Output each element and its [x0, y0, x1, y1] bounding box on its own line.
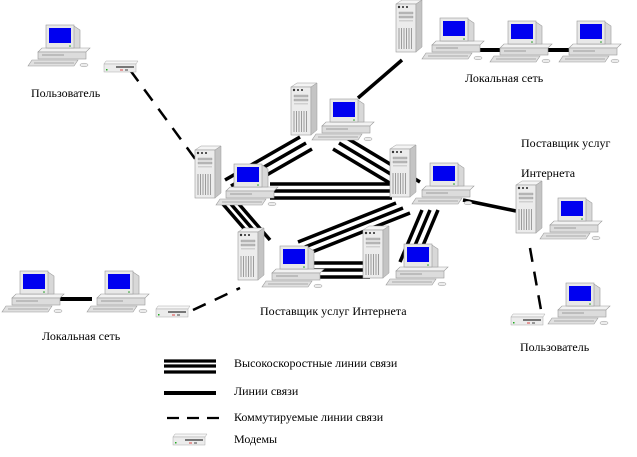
- link-core-right-isp-right: [462, 198, 517, 213]
- link-isp-right-modem-bottom-right: [528, 247, 543, 311]
- modem-icon: [510, 313, 546, 326]
- workstation-icon: [27, 24, 91, 68]
- link-core-right-core-bottom-left: [297, 201, 411, 254]
- workstation-icon: [539, 197, 603, 241]
- legend: [164, 359, 222, 446]
- workstation-icon: [547, 282, 611, 326]
- workstation-icon: [86, 270, 150, 314]
- link-modem-bottom-left-core-bottom-left: [192, 286, 241, 312]
- workstation-icon: [311, 98, 375, 142]
- workstation-icon: [1, 270, 65, 314]
- label-user-top-left: Пользователь: [31, 86, 101, 100]
- link-core-left-core-right: [270, 182, 392, 200]
- legend-swatch-modem: [172, 433, 208, 446]
- label-isp-right-line2: Интернета: [521, 166, 576, 180]
- label-lan-top-right: Локальная сеть: [465, 71, 544, 85]
- label-lan-bottom-left: Локальная сеть: [42, 329, 121, 343]
- server-icon: [237, 227, 265, 281]
- label-user-bottom-right: Пользователь: [520, 340, 590, 354]
- legend-label-dial-up: Коммутируемые линии связи: [234, 410, 384, 424]
- legend-swatch-high-speed: [164, 359, 216, 374]
- label-isp-center: Поставщик услуг Интернета: [260, 304, 407, 318]
- legend-label-high-speed: Высокоскоростные линии связи: [234, 356, 398, 370]
- server-icon: [389, 144, 417, 198]
- workstation-icon: [558, 20, 622, 64]
- workstation-icon: [411, 162, 475, 206]
- legend-label-line: Линии связи: [234, 384, 299, 398]
- workstation-icon: [421, 17, 485, 61]
- modem-icon: [155, 305, 191, 318]
- workstation-icon: [489, 20, 553, 64]
- workstation-icon: [385, 243, 449, 287]
- link-modem-top-left-core-left: [128, 69, 198, 161]
- server-icon: [290, 82, 318, 136]
- server-icon: [515, 180, 543, 234]
- label-isp-right-line1: Поставщик услуг: [521, 136, 611, 150]
- legend-label-modem: Модемы: [234, 432, 278, 446]
- link-core-top-lan-server: [356, 58, 404, 100]
- workstation-icon: [215, 163, 279, 207]
- server-icon: [194, 145, 222, 199]
- modem-icon: [103, 60, 139, 73]
- server-icon: [395, 0, 423, 53]
- server-icon: [362, 225, 390, 279]
